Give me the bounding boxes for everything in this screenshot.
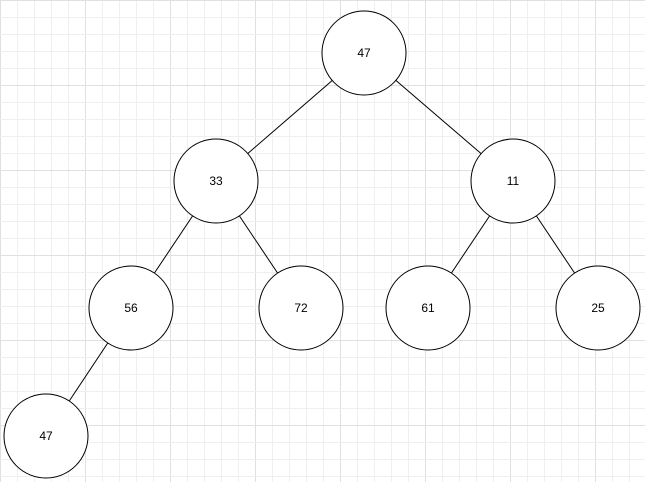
node-label: 47	[357, 46, 371, 60]
node-circle[interactable]	[173, 138, 259, 224]
node-circle[interactable]	[321, 10, 407, 96]
tree-node-right-left[interactable]: 61	[385, 265, 471, 351]
tree-node-left-left[interactable]: 56	[88, 265, 174, 351]
node-layer: 47 33 11 56 72 61 25 47	[3, 10, 641, 479]
tree-node-root[interactable]: 47	[321, 10, 407, 96]
tree-node-right-right[interactable]: 25	[555, 265, 641, 351]
edge-right-to-right-right	[535, 215, 576, 274]
edge-left-left-to-left-left-left	[68, 342, 109, 402]
edge-layer	[68, 79, 576, 402]
node-label: 11	[507, 174, 520, 188]
node-label: 72	[294, 301, 308, 315]
node-label: 33	[209, 174, 223, 188]
tree-node-left[interactable]: 33	[173, 138, 259, 224]
edge-root-to-right	[395, 79, 482, 155]
node-circle[interactable]	[470, 138, 556, 224]
tree-node-right[interactable]: 11	[470, 138, 556, 224]
node-circle[interactable]	[258, 265, 344, 351]
node-label: 47	[39, 429, 53, 443]
node-circle[interactable]	[555, 265, 641, 351]
node-circle[interactable]	[88, 265, 174, 351]
node-label: 61	[421, 301, 435, 315]
tree-node-left-right[interactable]: 72	[258, 265, 344, 351]
edge-left-to-left-right	[238, 215, 279, 274]
tree-node-left-left-left[interactable]: 47	[3, 393, 89, 479]
edge-left-to-left-left	[153, 215, 194, 274]
edge-root-to-left	[247, 80, 333, 154]
node-circle[interactable]	[385, 265, 471, 351]
node-label: 56	[124, 301, 138, 315]
node-circle[interactable]	[3, 393, 89, 479]
node-label: 25	[591, 301, 605, 315]
edge-right-to-right-left	[450, 215, 491, 274]
